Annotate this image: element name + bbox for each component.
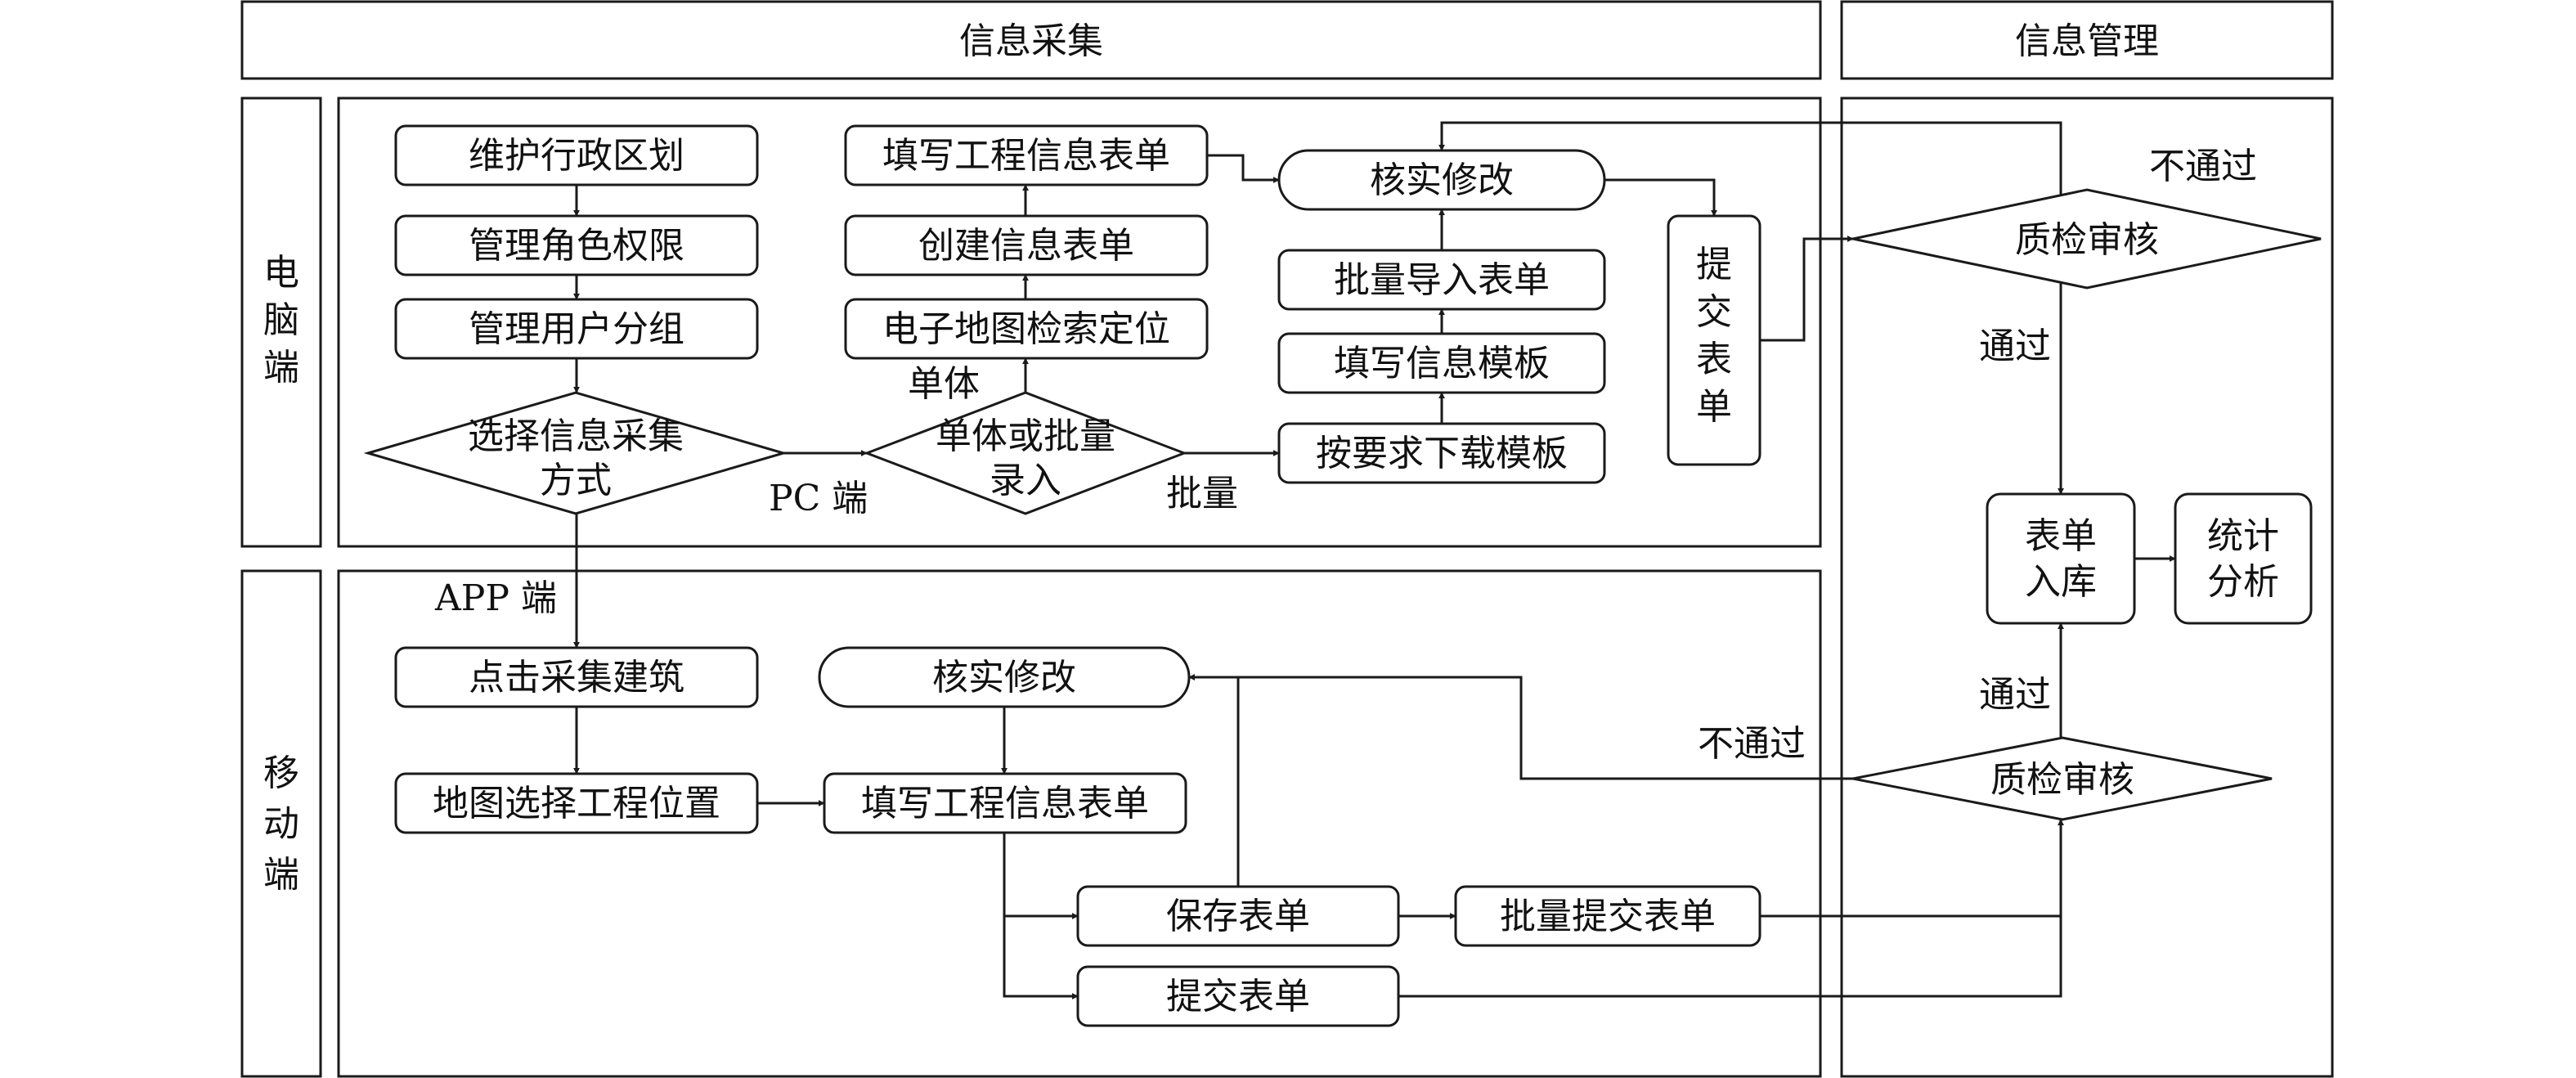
fill-project-form-label: 填写工程信息表单 (882, 135, 1170, 177)
label-line: 移 (263, 752, 299, 794)
fail-bottom-label: 不通过 (1698, 723, 1806, 765)
map-locate-label: 电子地图检索定位 (882, 308, 1170, 350)
label-line: 录入 (990, 460, 1061, 501)
conn-fill-verify (1207, 154, 1280, 183)
label-line: 分析 (2207, 561, 2279, 603)
label-line: 统计 (2207, 515, 2279, 557)
click-collect-label: 点击采集建筑 (469, 657, 684, 698)
manage-groups-label: 管理用户分组 (469, 308, 684, 350)
pass-top-label: 通过 (1979, 326, 2051, 367)
fail-top-label: 不通过 (2149, 146, 2257, 187)
lane-pc-label: 电脑端 (263, 252, 299, 389)
mobile-fill-form-label: 填写工程信息表单 (861, 783, 1149, 824)
pc-verify-edit-label: 核实修改 (1370, 159, 1514, 201)
pc-submit-form-label: 提交表单 (1696, 244, 1732, 428)
label-line: 方式 (540, 460, 612, 501)
label-line: 脑 (263, 299, 299, 341)
qc-top-label: 质检审核 (2015, 219, 2159, 261)
label-line: 端 (263, 347, 299, 389)
label-line: 单 (1696, 386, 1732, 428)
create-form-label: 创建信息表单 (918, 225, 1134, 267)
label-pc: PC 端 (769, 478, 868, 519)
pass-bottom-label: 通过 (1979, 674, 2051, 716)
conn-save-verify (1188, 674, 1240, 887)
batch-submit-label: 批量提交表单 (1500, 896, 1716, 937)
stats-box (2174, 492, 2313, 625)
qc-bottom-diamond (1852, 736, 2273, 821)
conn-verify-submit (1604, 178, 1717, 217)
label-line: 选择信息采集 (468, 415, 684, 457)
conn-fill-save (1003, 833, 1079, 919)
header-manage-frame (1840, 0, 2334, 80)
mobile-verify-edit-label: 核实修改 (932, 657, 1076, 698)
single-or-batch-label: 单体或批量录入 (936, 415, 1115, 501)
fill-template-label: 填写信息模板 (1334, 343, 1550, 384)
label-single: 单体 (908, 363, 980, 405)
lane-mobile-label-frame (240, 569, 322, 1078)
label-line: 电 (263, 252, 299, 294)
conn-qctop-fail (1438, 121, 2062, 196)
save-form-label: 保存表单 (1166, 896, 1310, 937)
choose-method-label: 选择信息采集方式 (468, 415, 684, 501)
mobile-submit-label: 提交表单 (1166, 976, 1310, 1017)
pc-lane (337, 97, 1822, 548)
conn-submit-qc (1760, 236, 1854, 342)
label-line: 表 (1696, 339, 1732, 380)
download-template-label: 按要求下载模板 (1316, 433, 1568, 474)
header-manage: 信息管理 (2015, 20, 2159, 62)
header-collect-frame (240, 0, 1822, 80)
label-batch: 批量 (1166, 473, 1238, 514)
store-label: 表单入库 (2025, 515, 2097, 603)
qc-top-diamond (1852, 188, 2322, 290)
label-line: 端 (263, 854, 299, 896)
mobile-lane (337, 569, 1822, 1078)
label-line: 入库 (2025, 561, 2097, 603)
lane-mobile-label: 移动端 (263, 752, 299, 896)
conn-qcbottom-fail (1188, 674, 1853, 780)
label-line: 动 (263, 803, 299, 845)
stats-label: 统计分析 (2207, 515, 2279, 603)
lane-pc-label-frame (240, 97, 322, 548)
label-line: 表单 (2025, 515, 2097, 557)
header-collect: 信息采集 (959, 20, 1103, 62)
label-line: 提 (1696, 244, 1732, 285)
conn-fill-submit (1003, 916, 1079, 999)
label-app: APP 端 (434, 577, 557, 619)
batch-import-label: 批量导入表单 (1334, 259, 1550, 301)
qc-bottom-label: 质检审核 (1990, 759, 2134, 801)
manage-lane (1840, 97, 2334, 1078)
maintain-region-label: 维护行政区划 (469, 135, 684, 177)
store-box (1986, 492, 2136, 625)
label-line: 单体或批量 (936, 415, 1115, 457)
manage-roles-label: 管理角色权限 (469, 225, 684, 267)
label-line: 交 (1696, 291, 1732, 333)
conn-batch-qc (1760, 819, 2064, 918)
map-select-label: 地图选择工程位置 (433, 783, 720, 824)
conn-submit-qc-mobile (1398, 916, 2062, 998)
